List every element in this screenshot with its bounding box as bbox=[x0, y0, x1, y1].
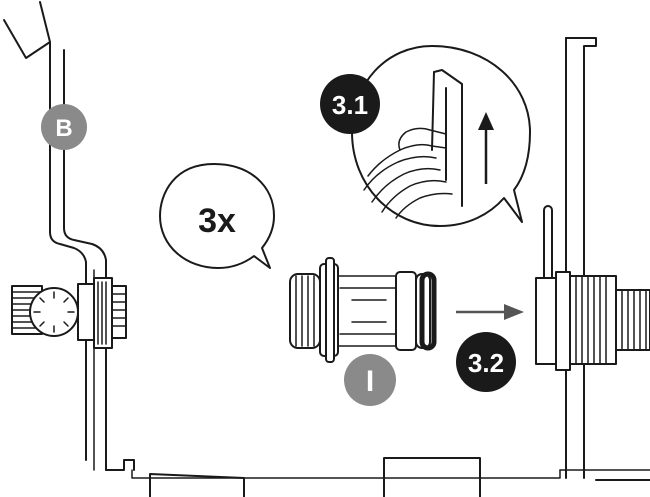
filter-part bbox=[289, 257, 437, 363]
step-1-badge: 3.1 bbox=[320, 74, 380, 134]
right-connector bbox=[535, 271, 650, 371]
hose-label-badge: B bbox=[41, 104, 87, 150]
detail-bubble bbox=[351, 45, 531, 227]
part-label-text: I bbox=[366, 365, 374, 398]
step-2-badge: 3.2 bbox=[456, 332, 516, 392]
insert-arrow bbox=[456, 304, 524, 320]
hose-label-text: B bbox=[55, 115, 72, 142]
left-connector bbox=[11, 277, 127, 349]
repeat-count-text: 3x bbox=[198, 202, 236, 240]
repeat-bubble: 3x bbox=[159, 163, 275, 269]
part-label-badge: I bbox=[344, 354, 396, 406]
step-2-text: 3.2 bbox=[468, 348, 504, 378]
right-wall bbox=[543, 37, 650, 481]
step-1-text: 3.1 bbox=[332, 90, 368, 120]
